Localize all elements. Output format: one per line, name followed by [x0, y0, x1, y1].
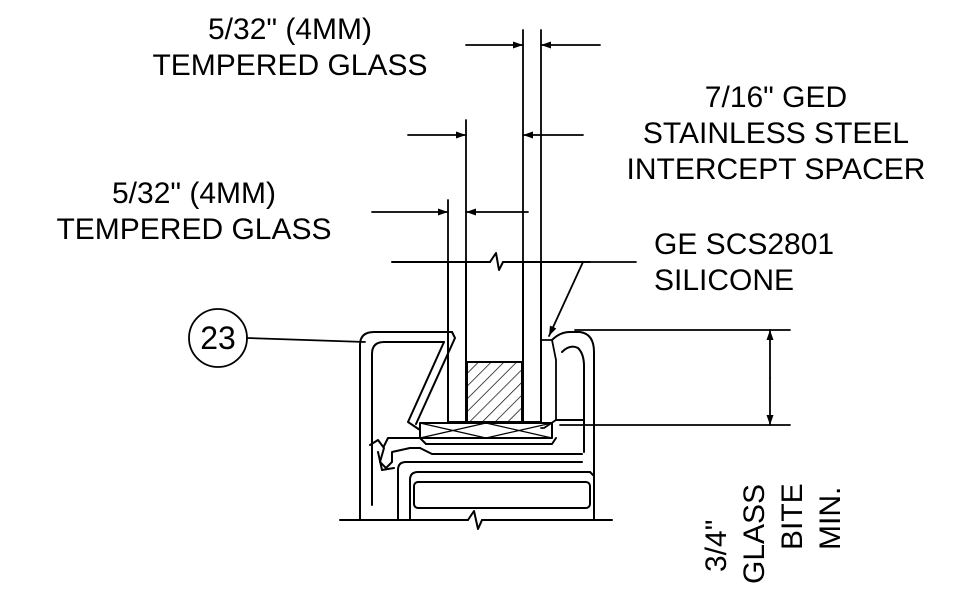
glass-bite-line3: BITE	[776, 483, 809, 550]
glass-bite-line1: 3/4"	[700, 519, 733, 572]
top-break-line	[391, 252, 591, 271]
dimension-inner-glass	[371, 199, 529, 263]
outer-glass-pane	[447, 261, 467, 423]
inner-glass-label: 5/32" (4MM) TEMPERED GLASS	[24, 176, 364, 248]
silicone-label-line2: SILICONE	[654, 264, 795, 297]
silicone-label: GE SCS2801 SILICONE	[654, 227, 894, 299]
bottom-break-line	[339, 510, 613, 530]
outer-glass-label-line2: TEMPERED GLASS	[152, 49, 428, 82]
silicone-bead	[540, 339, 557, 429]
glass-bite-line2: GLASS	[738, 483, 771, 584]
spacer-label-line2: STAINLESS STEEL	[642, 117, 910, 150]
frame-profile	[359, 331, 595, 521]
spacer-label: 7/16" GED STAINLESS STEEL INTERCEPT SPAC…	[588, 80, 964, 188]
spacer-label-line3: INTERCEPT SPACER	[626, 153, 926, 186]
outer-glass-label: 5/32" (4MM) TEMPERED GLASS	[120, 12, 460, 84]
callout-number: 23	[200, 320, 236, 356]
silicone-label-line1: GE SCS2801	[654, 228, 835, 261]
silicone-leader	[548, 261, 637, 337]
dimension-glass-bite	[559, 329, 791, 426]
intercept-spacer	[466, 361, 523, 423]
spacer-label-line1: 7/16" GED	[704, 81, 848, 114]
setting-block	[419, 422, 553, 439]
inner-glass-pane	[522, 261, 542, 423]
outer-glass-label-line1: 5/32" (4MM)	[207, 13, 373, 46]
dimension-outer-glass	[465, 29, 601, 263]
callout-23	[188, 308, 366, 368]
glass-bite-line4: MIN.	[814, 486, 847, 550]
inner-glass-label-line1: 5/32" (4MM)	[111, 177, 277, 210]
inner-glass-label-line2: TEMPERED GLASS	[56, 213, 332, 246]
